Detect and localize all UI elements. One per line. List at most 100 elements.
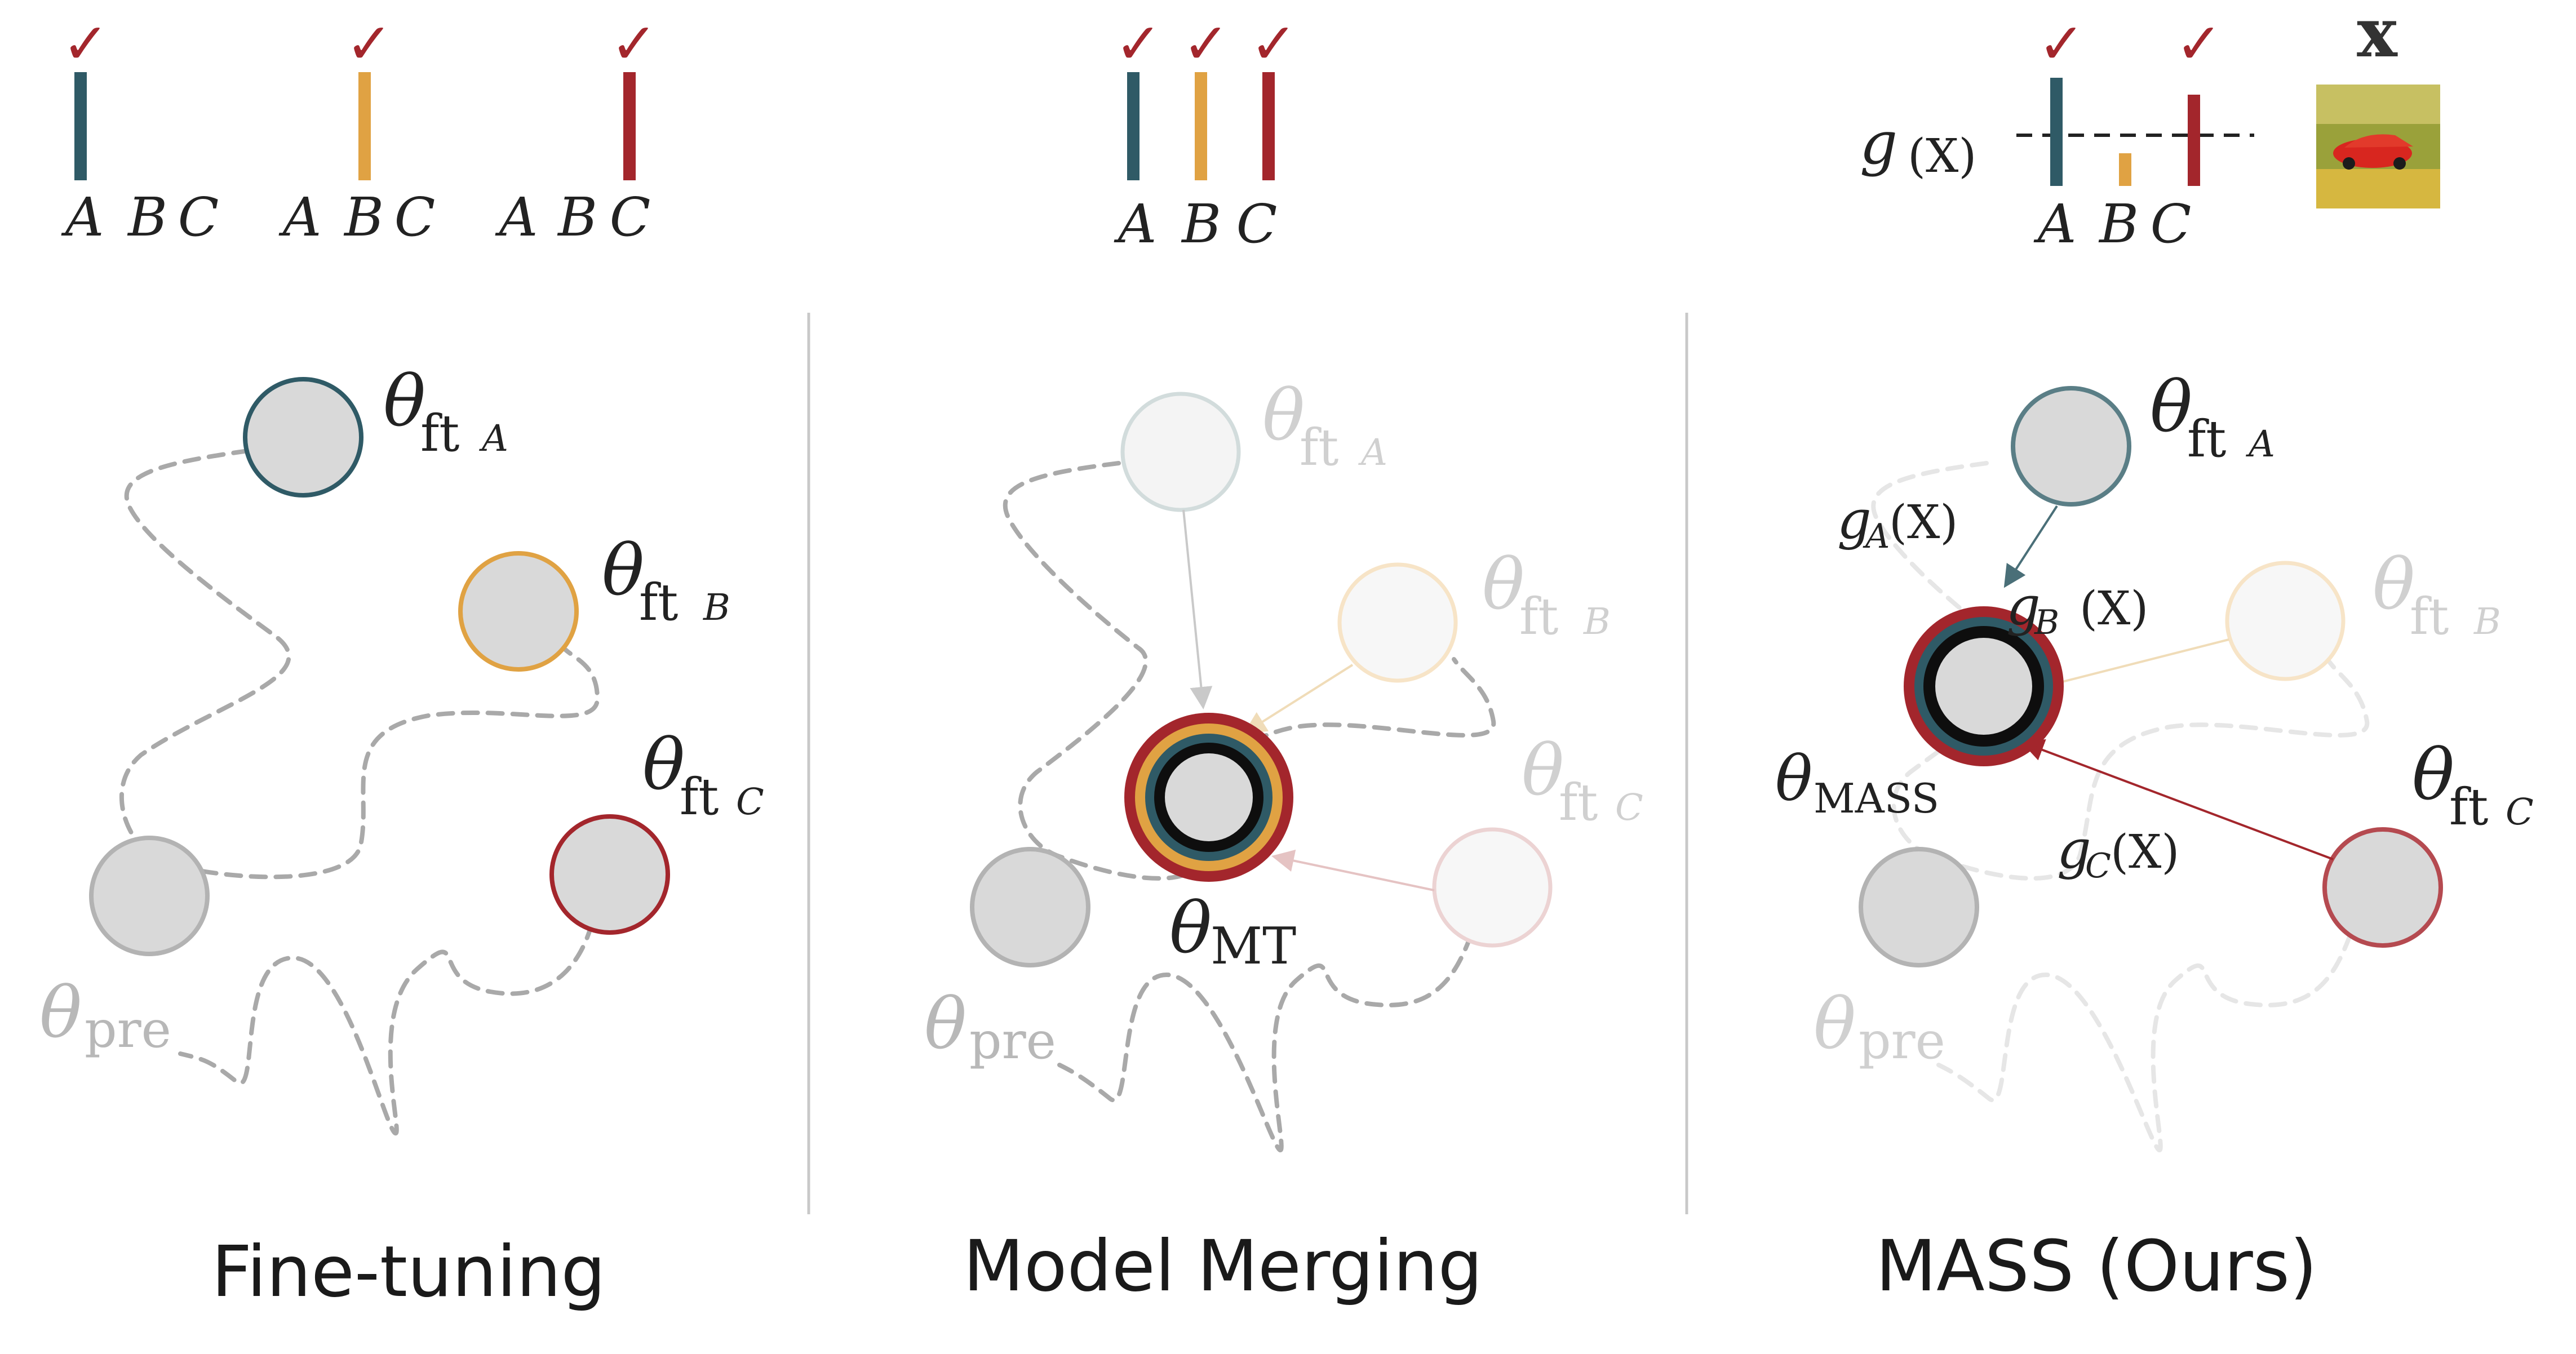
svg-text:θ: θ bbox=[1775, 743, 1812, 815]
svg-text:g: g bbox=[2006, 575, 2041, 637]
svg-text:θ: θ bbox=[1169, 887, 1212, 969]
svg-text:B: B bbox=[703, 587, 730, 629]
svg-text:(X): (X) bbox=[1889, 496, 1958, 549]
panel-title: Fine-tuning bbox=[211, 1231, 606, 1313]
svg-text:θ: θ bbox=[39, 972, 82, 1054]
task-label-c: C bbox=[2151, 193, 2192, 255]
label-theta-ft-c: θ ft C bbox=[1522, 730, 1643, 832]
check-icon: ✓ bbox=[610, 11, 658, 77]
label-g-a: g A (X) bbox=[1837, 489, 1958, 556]
bar-a bbox=[1127, 72, 1140, 180]
node-ft-b bbox=[1337, 562, 1458, 683]
svg-text:B: B bbox=[1583, 601, 1611, 643]
svg-text:θ: θ bbox=[2373, 544, 2415, 625]
svg-text:C: C bbox=[2506, 791, 2534, 833]
label-theta-mt: θ MT bbox=[1169, 887, 1296, 976]
check-icon: ✓ bbox=[1115, 11, 1162, 77]
optimization-path bbox=[1057, 933, 1473, 1153]
panel-title: Model Merging bbox=[963, 1226, 1483, 1307]
svg-text:θ: θ bbox=[924, 983, 966, 1065]
node-ft-c bbox=[1432, 827, 1553, 948]
svg-text:ft: ft bbox=[2410, 587, 2449, 646]
task-label-a: A bbox=[278, 187, 322, 248]
label-theta-pre: θ pre bbox=[924, 983, 1056, 1071]
g-function-label: g bbox=[1860, 109, 1897, 177]
merging-bars: ✓ ✓ ✓ A B C bbox=[1114, 11, 1297, 255]
ft-group-a: ✓ A B C bbox=[61, 11, 219, 248]
svg-text:pre: pre bbox=[85, 1000, 171, 1059]
router-arrow-a bbox=[2003, 505, 2058, 588]
label-theta-ft-a: θ ft A bbox=[383, 361, 508, 463]
svg-text:θ: θ bbox=[2150, 366, 2192, 448]
g-function-arg: (X) bbox=[1908, 130, 1976, 183]
merge-arrow-b bbox=[1243, 664, 1354, 734]
svg-text:pre: pre bbox=[969, 1011, 1056, 1071]
bar-b bbox=[1195, 72, 1207, 180]
svg-text:A: A bbox=[479, 418, 508, 460]
svg-text:ft: ft bbox=[2449, 778, 2488, 837]
svg-text:B: B bbox=[2034, 603, 2059, 642]
optimization-path bbox=[178, 922, 594, 1136]
bar-c bbox=[1262, 72, 1275, 180]
svg-text:(X): (X) bbox=[2080, 582, 2148, 636]
svg-text:θ: θ bbox=[1522, 730, 1564, 811]
label-theta-ft-a: θ ft A bbox=[2150, 366, 2275, 469]
node-ft-c bbox=[2322, 827, 2443, 948]
label-theta-pre: θ pre bbox=[39, 972, 171, 1059]
svg-text:θ: θ bbox=[383, 361, 425, 442]
check-icon: ✓ bbox=[1250, 11, 1297, 77]
svg-text:MASS: MASS bbox=[1814, 775, 1939, 822]
task-label-c: C bbox=[178, 187, 219, 248]
svg-text:ft: ft bbox=[420, 404, 459, 463]
node-ft-a bbox=[243, 377, 363, 498]
bar-b bbox=[358, 72, 371, 180]
node-pre bbox=[1859, 847, 1979, 967]
node-ft-a bbox=[1120, 392, 1241, 512]
panel-title: MASS (Ours) bbox=[1876, 1226, 2317, 1307]
node-ft-c bbox=[549, 814, 670, 935]
ft-group-b: ✓ A B C bbox=[278, 11, 436, 248]
merge-arrow-c bbox=[1271, 849, 1435, 891]
task-label-a: A bbox=[1114, 193, 1157, 255]
svg-text:ft: ft bbox=[2187, 410, 2226, 469]
router-arrow-c bbox=[2021, 739, 2334, 860]
check-icon: ✓ bbox=[2038, 11, 2085, 77]
label-theta-ft-b: θ ft B bbox=[1482, 544, 1611, 646]
bar-c bbox=[623, 72, 636, 180]
bar-a bbox=[74, 72, 87, 180]
mass-panel: θ ft A θ ft B θ ft C θ MASS θ pre g A (X… bbox=[1775, 366, 2534, 1307]
task-label-a: A bbox=[495, 187, 538, 248]
merging-panel: θ ft A θ ft B θ ft C θ MT θ pre Model Me… bbox=[924, 375, 1643, 1307]
label-g-b: g B (X) bbox=[2006, 575, 2148, 642]
check-icon: ✓ bbox=[62, 11, 109, 77]
svg-text:C: C bbox=[2085, 846, 2111, 886]
svg-text:C: C bbox=[736, 781, 764, 823]
svg-text:θ: θ bbox=[2412, 734, 2454, 816]
svg-text:MT: MT bbox=[1211, 917, 1296, 976]
task-label-b: B bbox=[2098, 193, 2139, 255]
svg-text:ft: ft bbox=[639, 573, 678, 632]
svg-text:ft: ft bbox=[1300, 418, 1338, 477]
node-ft-b bbox=[458, 551, 579, 672]
label-theta-ft-b: θ ft B bbox=[602, 530, 730, 632]
optimization-path bbox=[1871, 461, 2370, 881]
svg-text:A: A bbox=[1863, 517, 1890, 556]
svg-text:θ: θ bbox=[602, 530, 644, 611]
input-x-label: x bbox=[2357, 0, 2398, 73]
node-pre bbox=[970, 847, 1090, 967]
ft-group-c: ✓ A B C bbox=[495, 11, 658, 248]
svg-text:(X): (X) bbox=[2111, 825, 2179, 879]
check-icon: ✓ bbox=[2175, 11, 2223, 77]
task-label-b: B bbox=[127, 187, 167, 248]
bar-a bbox=[2050, 78, 2063, 186]
task-label-c: C bbox=[394, 187, 436, 248]
label-theta-ft-b: θ ft B bbox=[2373, 544, 2501, 646]
bar-b bbox=[2119, 153, 2131, 186]
bar-c bbox=[2188, 95, 2200, 186]
svg-text:A: A bbox=[1358, 432, 1387, 474]
label-theta-mass: θ MASS bbox=[1775, 743, 1939, 822]
svg-text:θ: θ bbox=[642, 724, 685, 806]
task-label-b: B bbox=[1181, 193, 1221, 255]
svg-text:ft: ft bbox=[1559, 773, 1598, 832]
label-theta-ft-a: θ ft A bbox=[1262, 375, 1387, 477]
